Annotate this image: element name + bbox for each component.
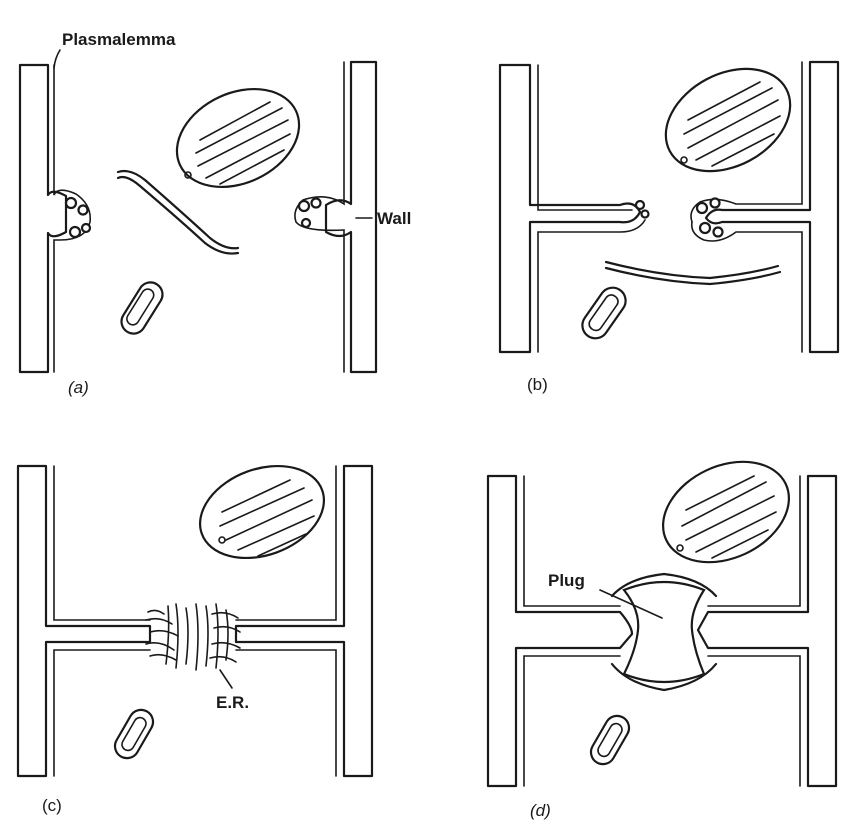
cell-wall-left bbox=[20, 65, 66, 372]
plasmalemma-label: Plasmalemma bbox=[62, 30, 176, 49]
er-leader bbox=[220, 670, 232, 688]
er-stacks bbox=[146, 604, 240, 670]
mitochondrion bbox=[111, 705, 158, 762]
plug-label: Plug bbox=[548, 571, 585, 590]
caption-a: (a) bbox=[68, 378, 89, 397]
panel-a: Plasmalemma Wall (a) bbox=[20, 30, 411, 397]
mitochondrion bbox=[117, 278, 167, 338]
panel-c: E.R. (c) bbox=[18, 450, 372, 815]
cell-wall-right bbox=[326, 62, 376, 372]
caption-d: (d) bbox=[530, 801, 551, 820]
caption-b: (b) bbox=[527, 375, 548, 394]
mitochondrion bbox=[587, 711, 634, 768]
plastid bbox=[648, 48, 808, 191]
plastid bbox=[161, 70, 315, 206]
plasmalemma-leader bbox=[54, 50, 60, 68]
wall-label: Wall bbox=[377, 209, 411, 228]
er-label: E.R. bbox=[216, 693, 249, 712]
vesicle-cluster bbox=[299, 199, 321, 228]
panel-d: Plug (d) bbox=[488, 442, 836, 820]
plastid bbox=[187, 450, 337, 575]
panel-b: (b) bbox=[500, 48, 838, 394]
plastid bbox=[647, 442, 806, 581]
caption-c: (c) bbox=[42, 796, 62, 815]
er-strand bbox=[606, 262, 778, 278]
mitochondrion bbox=[577, 283, 630, 344]
